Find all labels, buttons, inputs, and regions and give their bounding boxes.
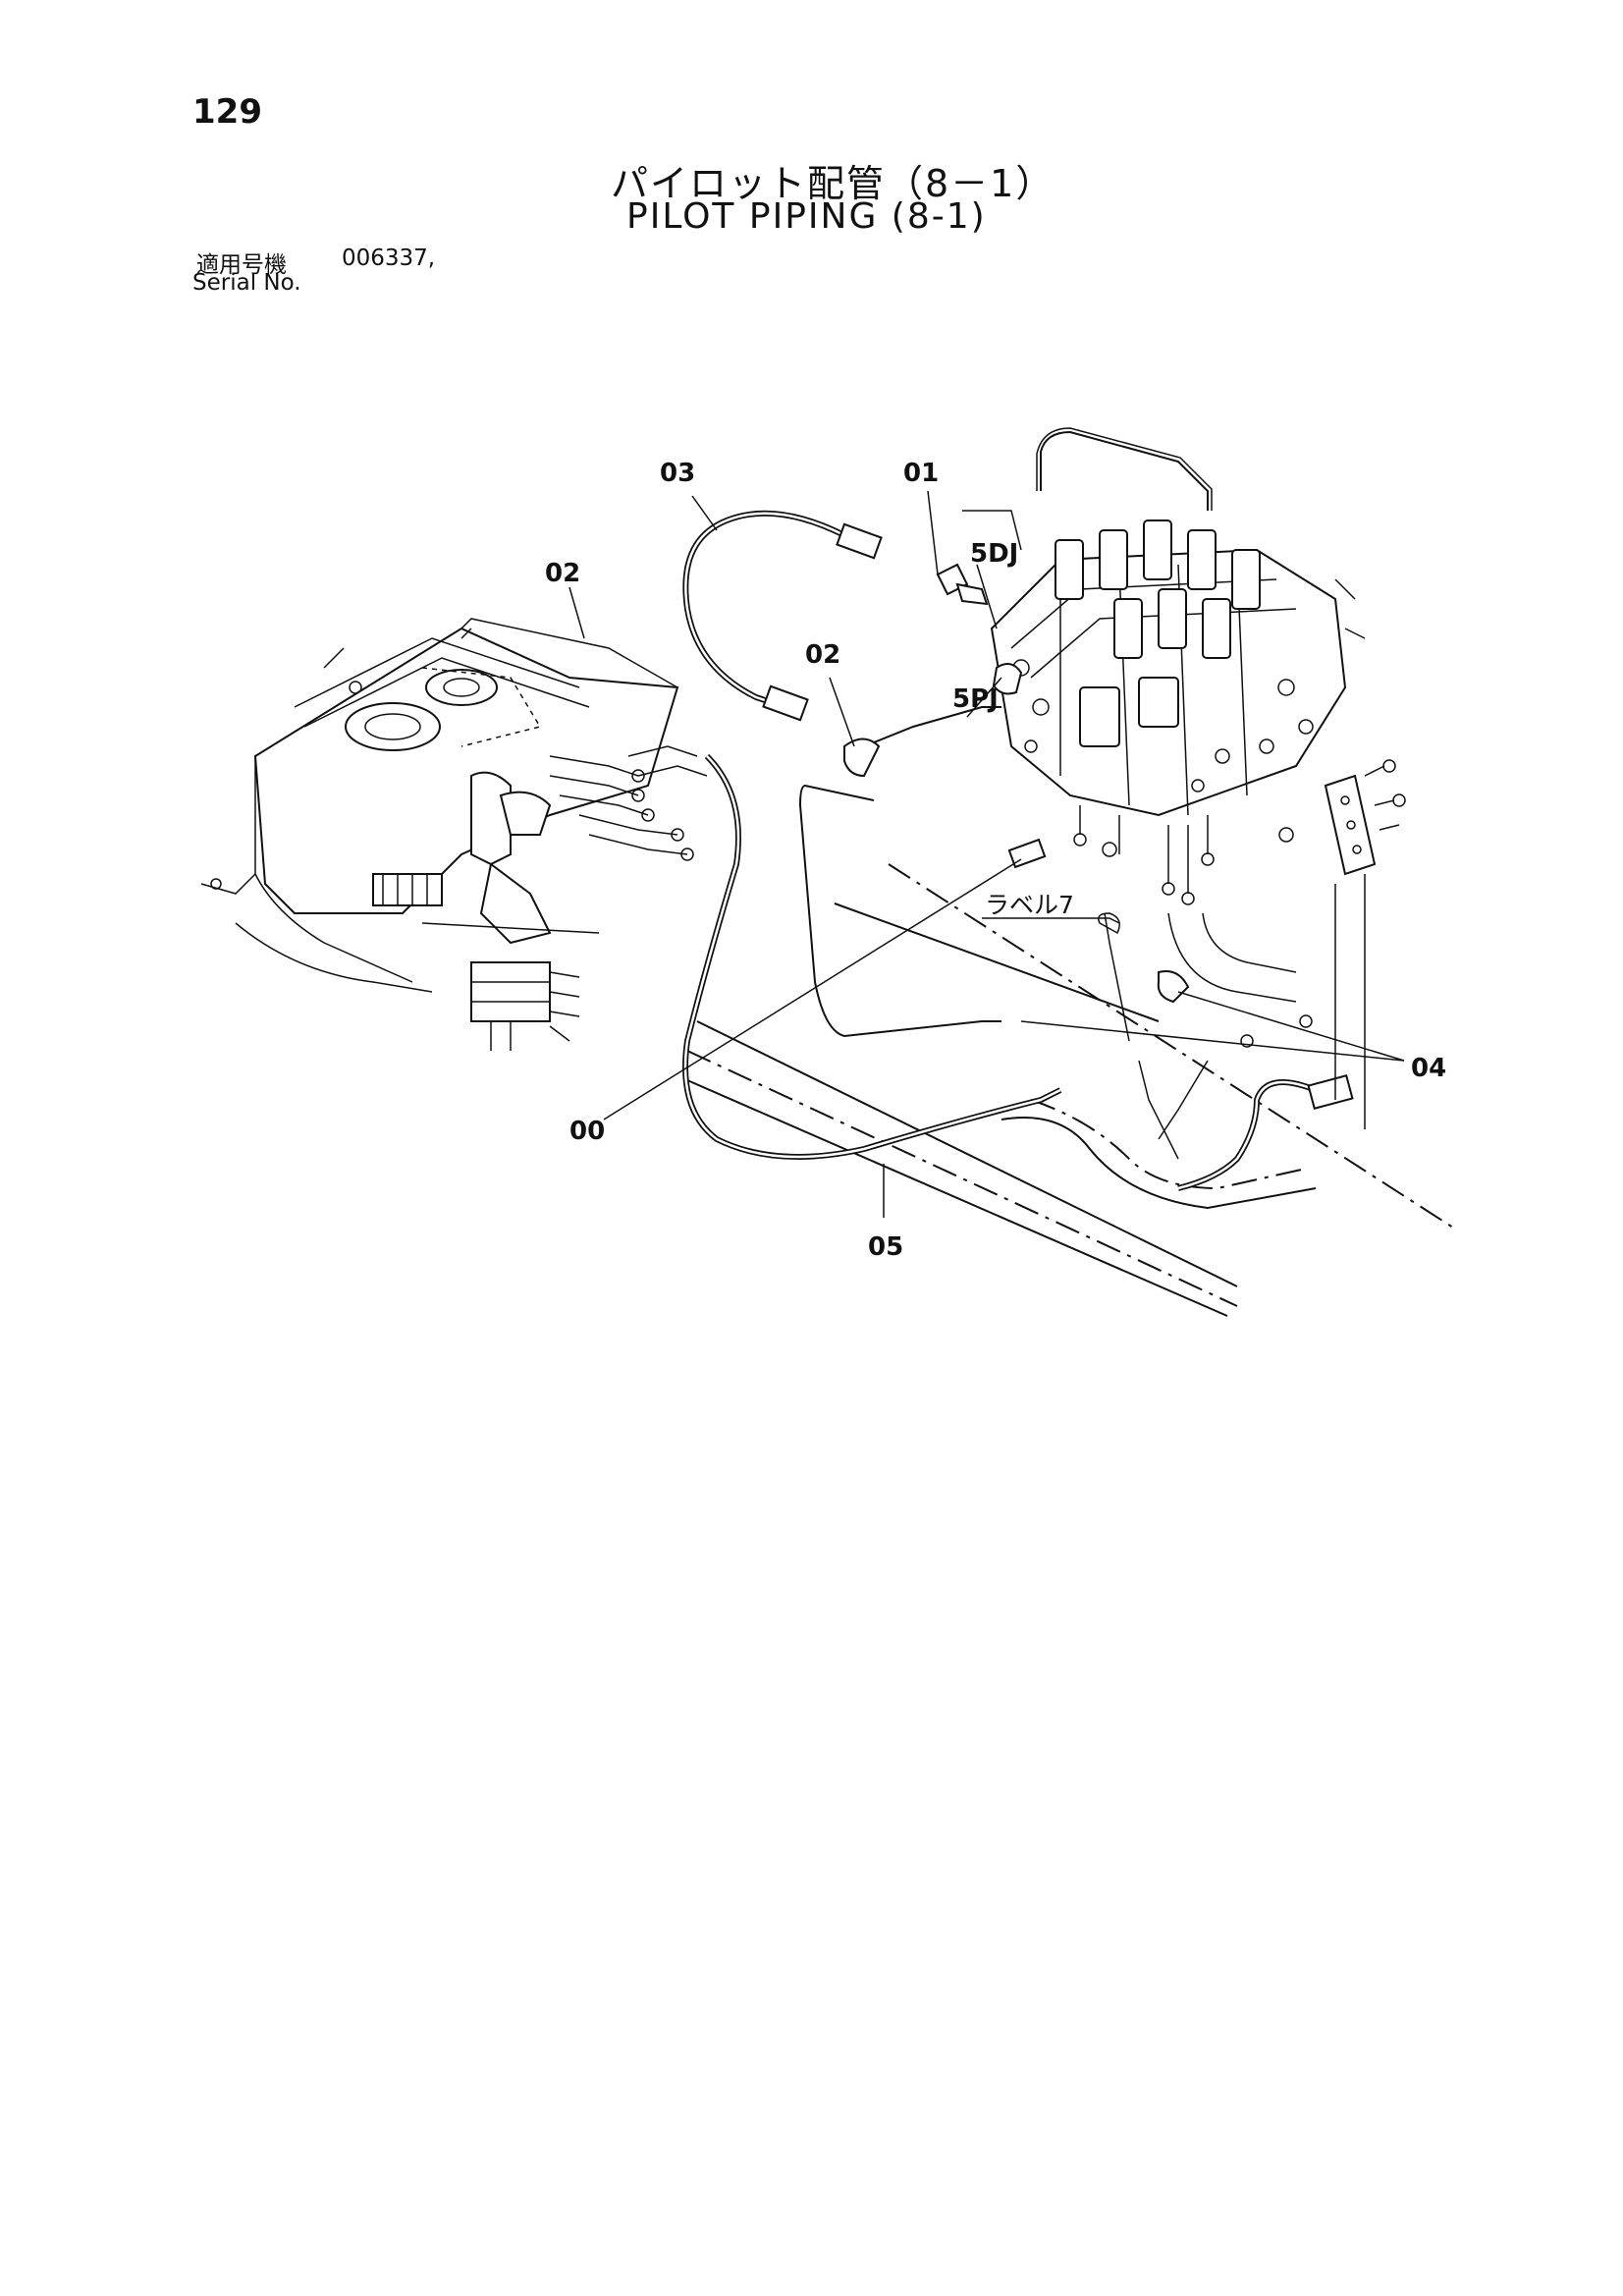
callout-03: 03 <box>660 459 695 488</box>
callout-5dj: 5DJ <box>970 539 1018 569</box>
callout-05: 05 <box>868 1232 903 1262</box>
leader-lines <box>568 490 1405 1218</box>
pilot-pipe-02 <box>798 706 1001 1038</box>
callout-5pj: 5PJ <box>952 684 999 714</box>
callout-00: 00 <box>569 1117 605 1146</box>
tank-pilot-lines <box>549 745 708 861</box>
frame-lines <box>686 863 1454 1317</box>
page-title-jp: パイロット配管（8－1） <box>611 162 1055 205</box>
callout-02-right: 02 <box>805 640 840 670</box>
hose-03 <box>682 510 883 722</box>
page-number: 129 <box>192 92 262 132</box>
page-title-en: PILOT PIPING (8-1) <box>626 196 987 237</box>
control-valve <box>936 510 1406 1160</box>
label-7: ラベル7 <box>985 891 1074 919</box>
serial-value: 006337, <box>342 246 436 271</box>
hose-05 <box>682 753 1062 1160</box>
callout-02-left: 02 <box>545 559 580 588</box>
serial-label-jp: 適用号機 <box>196 252 287 278</box>
top-pilot-pipe <box>1036 427 1213 511</box>
hose-04 <box>1177 1074 1354 1191</box>
serial-label-en: Serial No. <box>192 270 301 296</box>
callout-04: 04 <box>1411 1054 1446 1083</box>
callout-01: 01 <box>903 459 939 488</box>
hydraulic-tank-assembly <box>200 618 679 1051</box>
